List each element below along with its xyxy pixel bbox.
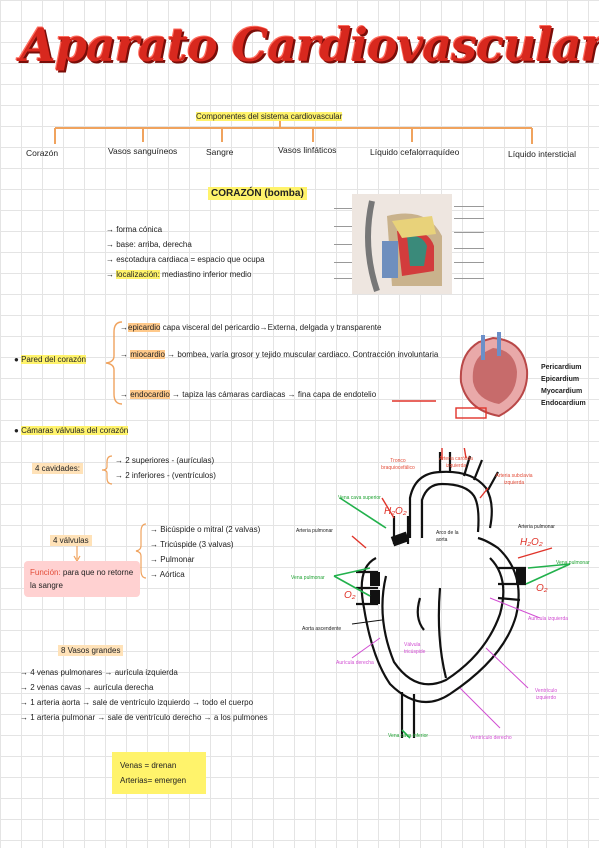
- wall-brace: [105, 321, 123, 405]
- endocardio-term: endocardio: [130, 390, 170, 399]
- fact-forma: → forma cónica: [106, 225, 163, 234]
- epicardio-desc: capa visceral del pericardio→Externa, de…: [160, 323, 382, 332]
- fact-localizacion: → localización: mediastino inferior medi…: [106, 270, 252, 279]
- note-arterias: Arterias= emergen: [120, 776, 187, 785]
- function-box: Función: para que no retorne la sangre: [24, 561, 140, 597]
- label-arteria-pulmonar-r: Arteria pulmonar: [518, 524, 555, 530]
- wall-miocardio: → miocardio → bombea, varía grosor y tej…: [120, 350, 439, 359]
- vessels-label: 8 Vasos grandes: [58, 645, 124, 656]
- miocardio-desc: → bombea, varía grosor y tejido muscular…: [164, 350, 439, 359]
- layers-legend: Pericardium Epicardium Myocardium Endoca…: [541, 362, 586, 410]
- label-o2-2: O₂: [536, 583, 548, 594]
- vessel-aorta: → 1 arteria aorta → sale de ventrículo i…: [20, 698, 254, 707]
- valve-tricuspide: → Tricúspide (3 valvas): [150, 540, 234, 549]
- fact-base: → base: arriba, derecha: [106, 240, 192, 249]
- label-auricula-der: Aurícula derecha: [336, 660, 374, 666]
- label-ventriculo-izq: Ventrículo izquierdo: [534, 688, 558, 701]
- valves-brace: [135, 523, 147, 579]
- label-h2o2-2: H₂O₂: [520, 537, 543, 548]
- cavity-inferiores: → 2 inferiores - (ventrículos): [115, 471, 216, 480]
- endotelio-underline: [392, 400, 436, 402]
- valve-pulmonar: → Pulmonar: [150, 555, 195, 564]
- component-liquido-intersticial: Líquido intersticial: [508, 149, 577, 159]
- heart-layers-image: [455, 332, 529, 419]
- label-vena-pulmonar-l: Vena pulmonar: [291, 575, 325, 581]
- note-venas: Venas = drenan: [120, 761, 177, 770]
- location-value: mediastino inferior medio: [159, 270, 252, 279]
- label-ventriculo-der: Ventrículo derecho: [470, 735, 512, 741]
- epicardio-term: epicardio: [128, 323, 161, 332]
- label-arco-aorta: Arco de la aorta: [436, 530, 459, 543]
- component-vasos-sanguineos: Vasos sanguíneos: [108, 146, 178, 156]
- function-label: Función:: [30, 568, 61, 577]
- chambers-label-row: ● Cámaras válvulas del corazón: [14, 426, 129, 435]
- components-header: Componentes del sistema cardiovascular: [196, 112, 343, 121]
- vessel-arteria-pulmonar: → 1 arteria pulmonar → sale de ventrícul…: [20, 713, 268, 722]
- fact-escotadura: → escotadura cardiaca = espacio que ocup…: [106, 255, 265, 264]
- note-box: Venas = drenan Arterias= emergen: [112, 752, 206, 794]
- valves-label: 4 válvulas: [50, 535, 92, 546]
- cavities-list: → 2 superiores - (aurículas) → 2 inferio…: [115, 453, 216, 483]
- heart-facts: → forma cónica → base: arriba, derecha →…: [106, 222, 265, 282]
- component-sangre: Sangre: [206, 147, 234, 157]
- component-liquido-cefalorraquideo: Líquido cefalorraquídeo: [370, 147, 460, 157]
- valve-bicuspide: → Bicúspide o mitral (2 valvas): [150, 525, 261, 534]
- valves-list: → Bicúspide o mitral (2 valvas) → Tricús…: [150, 522, 260, 582]
- label-arteria-pulmonar-l: Arteria pulmonar: [296, 528, 333, 534]
- vessels-list: → 4 venas pulmonares → aurícula izquierd…: [20, 665, 268, 725]
- label-tronco: Tronco braquiocefálico: [381, 458, 415, 471]
- label-o2-1: O₂: [344, 590, 356, 601]
- wall-label: Pared del corazón: [21, 355, 86, 364]
- legend-epicardium: Epicardium: [541, 376, 580, 383]
- component-corazon: Corazón: [26, 148, 59, 158]
- component-vasos-linfaticos: Vasos linfáticos: [278, 145, 337, 155]
- label-carotida: Arteria carótida izquierda: [439, 456, 473, 469]
- legend-endocardium: Endocardium: [541, 400, 586, 407]
- wall-label-row: ● Pared del corazón: [14, 355, 86, 364]
- thorax-cross-section-image: [334, 194, 484, 294]
- chambers-label: Cámaras válvulas del corazón: [21, 426, 129, 435]
- vessel-venas-pulmonares: → 4 venas pulmonares → aurícula izquierd…: [20, 668, 178, 677]
- legend-myocardium: Myocardium: [541, 388, 583, 395]
- wall-epicardio: →epicardio capa visceral del pericardio→…: [120, 323, 382, 332]
- label-h2o2-1: H₂O₂: [384, 506, 407, 517]
- heart-diagram: [333, 448, 571, 739]
- label-valvula: Válvula tricúspide: [404, 642, 426, 655]
- function-arrow: [73, 546, 81, 562]
- legend-pericardium: Pericardium: [541, 364, 582, 371]
- heart-heading: CORAZÓN (bomba): [208, 187, 307, 200]
- location-label: localización:: [116, 270, 160, 279]
- function-text: para que no retorne la sangre: [30, 568, 134, 590]
- cavities-brace: [101, 455, 113, 485]
- label-vena-cava-inf: Vena cava inferior: [388, 733, 429, 739]
- miocardio-term: miocardio: [130, 350, 165, 359]
- cavities-label: 4 cavidades:: [32, 463, 83, 474]
- label-vena-pulmonar-r: Vena pulmonar: [556, 560, 590, 566]
- label-auricula-izq: Aurícula izquierda: [528, 616, 569, 622]
- wall-endocardio: → endocardio → tapiza las cámaras cardia…: [120, 390, 377, 399]
- endocardio-desc: → tapiza las cámaras cardiacas → fina ca…: [169, 390, 377, 399]
- vessel-venas-cavas: → 2 venas cavas → aurícula derecha: [20, 683, 154, 692]
- label-aorta-asc: Aorta ascendente: [302, 626, 342, 632]
- label-vena-cava-sup: Vena cava superior: [338, 495, 381, 501]
- page-title: Aparato Cardiovascular: [20, 18, 599, 72]
- valve-aortica: → Aórtica: [150, 570, 185, 579]
- label-subclavia: Arteria subclavia izquierda: [495, 473, 533, 486]
- components-tree-lines: [54, 121, 533, 144]
- cavity-superiores: → 2 superiores - (aurículas): [115, 456, 215, 465]
